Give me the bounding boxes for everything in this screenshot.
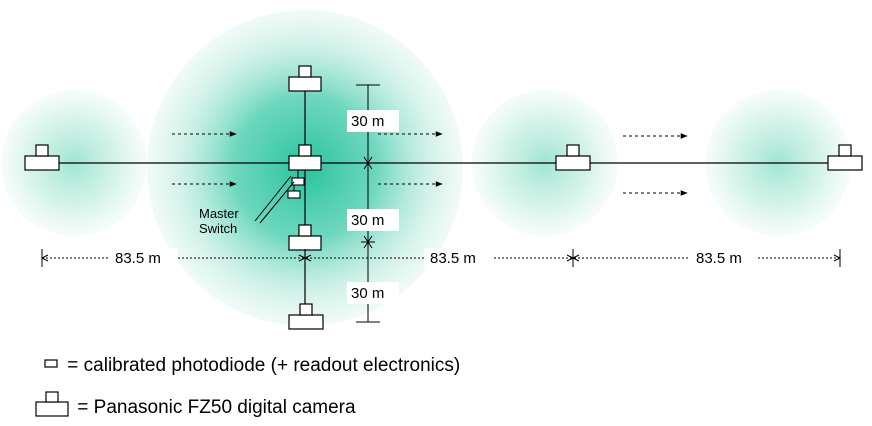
master-switch-label: Switch bbox=[199, 221, 237, 236]
legend-photodiode: = calibrated photodiode (+ readout elect… bbox=[40, 355, 460, 377]
camera-icon bbox=[24, 144, 60, 171]
spacing-label-horizontal-1: 83.5 m bbox=[115, 250, 161, 267]
camera-icon bbox=[288, 303, 324, 330]
label-backdrop bbox=[690, 248, 758, 268]
master-switch-pointer bbox=[254, 175, 292, 222]
master-switch-label: Master bbox=[199, 206, 239, 221]
label-backdrop bbox=[347, 110, 399, 132]
label-backdrop bbox=[347, 209, 399, 231]
camera-icon bbox=[555, 144, 591, 171]
master-switch-pointer bbox=[259, 181, 295, 224]
camera-icon bbox=[288, 144, 322, 171]
legend-camera-text: = Panasonic FZ50 digital camera bbox=[77, 397, 356, 418]
spacing-label-horizontal-3: 83.5 m bbox=[696, 250, 742, 267]
camera-icon bbox=[827, 144, 863, 171]
spacing-label-horizontal-2: 83.5 m bbox=[430, 250, 476, 267]
label-backdrop bbox=[110, 248, 178, 268]
spacing-label-bottom: 30 m bbox=[351, 285, 384, 302]
legend-photodiode-text: = calibrated photodiode (+ readout elect… bbox=[67, 355, 461, 376]
camera-icon bbox=[32, 390, 72, 426]
label-backdrop bbox=[424, 248, 492, 268]
spacing-label-middle: 30 m bbox=[351, 212, 384, 229]
spacing-label-top: 30 m bbox=[351, 113, 384, 130]
legend-camera: = Panasonic FZ50 digital camera bbox=[32, 390, 356, 426]
label-backdrop bbox=[347, 282, 399, 304]
photodiode-icon bbox=[40, 355, 62, 377]
camera-icon bbox=[288, 65, 322, 92]
